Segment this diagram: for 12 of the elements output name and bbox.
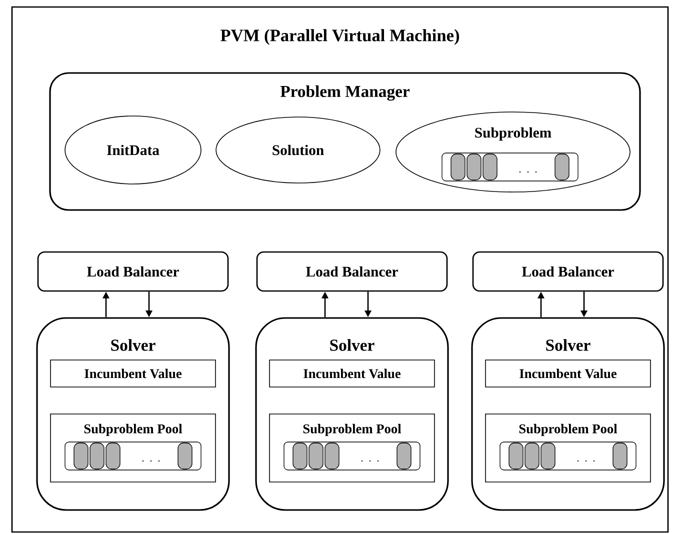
component-box: Incumbent Value: [50, 360, 216, 388]
balancer-box: Load Balancer: [256, 251, 448, 292]
component-box: Subproblem Pool: [485, 414, 651, 482]
ellipse-node: Solution: [216, 116, 380, 184]
component-box: Subproblem Pool: [269, 414, 435, 482]
balancer-box: Load Balancer: [472, 251, 664, 292]
balancer-box: Load Balancer: [37, 251, 229, 292]
component-box: Subproblem Pool: [50, 414, 216, 482]
component-box: Incumbent Value: [269, 360, 435, 388]
ellipse-node: InitData: [64, 116, 202, 184]
ellipse-node: Subproblem: [396, 112, 630, 192]
component-box: Incumbent Value: [485, 360, 651, 388]
